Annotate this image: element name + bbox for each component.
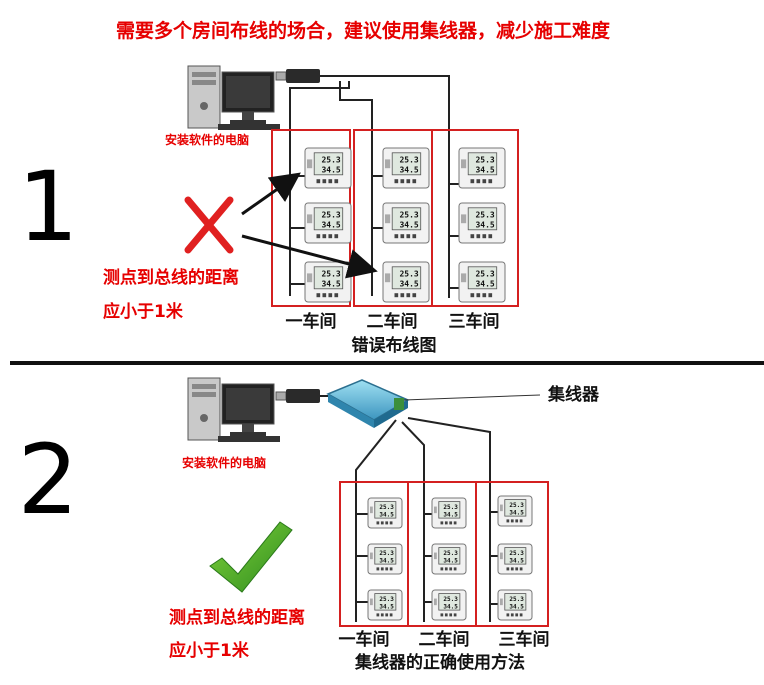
correct-check-icon [209, 521, 293, 593]
page-title: 需要多个房间布线的场合，建议使用集线器，减少施工难度 [116, 19, 611, 42]
sensor-device-icon: 25.334.5 [497, 589, 533, 621]
sensor-device-icon: 25.334.5 [431, 497, 467, 529]
sensor-hum-reading: 34.5 [399, 280, 418, 289]
distance-note-line1: 测点到总线的距离 [103, 267, 239, 288]
sensor-temp-reading: 25.3 [399, 156, 418, 165]
workshop-label-1: 一车间 [339, 629, 390, 650]
pc-label: 安装软件的电脑 [182, 455, 266, 470]
sensor-hum-reading: 34.5 [321, 280, 340, 289]
sensor-hum-reading: 34.5 [321, 221, 340, 230]
sensor-hum-reading: 34.5 [399, 221, 418, 230]
hub-label: 集线器 [547, 384, 600, 405]
sensor-temp-reading: 25.3 [475, 156, 494, 165]
workshop-label-2: 二车间 [367, 311, 418, 332]
computer-icon [187, 377, 280, 442]
sensor-device-icon: 25.334.5 [431, 589, 467, 621]
workshop-label-1: 一车间 [286, 311, 337, 332]
sensor-temp-reading: 25.3 [443, 504, 458, 511]
sensor-hum-reading: 34.5 [475, 280, 494, 289]
sensor-temp-reading: 25.3 [443, 550, 458, 557]
distance-note-line2: 应小于1米 [103, 301, 184, 322]
section1-caption: 错误布线图 [352, 335, 437, 356]
workshop-label-3: 三车间 [499, 629, 550, 650]
sensor-device-icon: 25.334.5 [431, 543, 467, 575]
sensor-temp-reading: 25.3 [399, 270, 418, 279]
sensor-temp-reading: 25.3 [399, 211, 418, 220]
sensor-hum-reading: 34.5 [321, 166, 340, 175]
sensor-temp-reading: 25.3 [379, 550, 394, 557]
hub-bus-wires [355, 417, 498, 622]
section-divider [10, 361, 764, 365]
sensor-device-icon: 25.334.5 [367, 543, 403, 575]
computer-icon [187, 65, 280, 130]
distance-note-line2: 应小于1米 [169, 640, 250, 661]
sensor-device-icon: 25.334.5 [367, 589, 403, 621]
usb-adapter-icon [275, 69, 320, 83]
sensor-hum-reading: 34.5 [443, 603, 458, 610]
sensor-temp-reading: 25.3 [509, 502, 524, 509]
sensor-temp-reading: 25.3 [321, 211, 340, 220]
sensor-temp-reading: 25.3 [379, 596, 394, 603]
sensor-hum-reading: 34.5 [399, 166, 418, 175]
sensor-hum-reading: 34.5 [443, 557, 458, 564]
sensor-hum-reading: 34.5 [509, 557, 524, 564]
sensor-device-icon: 25.334.5 [382, 147, 430, 189]
sensor-hum-reading: 34.5 [443, 511, 458, 518]
sensor-hum-reading: 34.5 [379, 603, 394, 610]
sensor-hum-reading: 34.5 [379, 557, 394, 564]
sensor-device-icon: 25.334.5 [458, 202, 506, 244]
sensor-device-icon: 25.334.5 [382, 261, 430, 303]
sensor-temp-reading: 25.3 [321, 270, 340, 279]
usb-adapter-icon [275, 389, 334, 403]
hub-pointer-line [403, 394, 541, 401]
section2-caption: 集线器的正确使用方法 [354, 652, 525, 673]
sensor-temp-reading: 25.3 [475, 211, 494, 220]
distance-note-line1: 测点到总线的距离 [169, 607, 305, 628]
sensor-device-icon: 25.334.5 [304, 261, 352, 303]
sensor-hum-reading: 34.5 [509, 603, 524, 610]
sensor-device-icon: 25.334.5 [304, 147, 352, 189]
sensor-device-icon: 25.334.5 [458, 147, 506, 189]
workshop-label-2: 二车间 [419, 629, 470, 650]
sensor-temp-reading: 25.3 [509, 596, 524, 603]
sensor-temp-reading: 25.3 [509, 550, 524, 557]
sensor-hum-reading: 34.5 [475, 166, 494, 175]
sensor-hum-reading: 34.5 [475, 221, 494, 230]
sensor-device-icon: 25.334.5 [382, 202, 430, 244]
hub-device-icon [326, 379, 410, 428]
sensor-device-icon: 25.334.5 [458, 261, 506, 303]
sensor-device-icon: 25.334.5 [304, 202, 352, 244]
sensor-device-icon: 25.334.5 [367, 497, 403, 529]
sensor-temp-reading: 25.3 [379, 504, 394, 511]
section-number-2: 2 [17, 424, 78, 536]
sensor-temp-reading: 25.3 [321, 156, 340, 165]
section-number-1: 1 [17, 151, 78, 263]
sensor-temp-reading: 25.3 [443, 596, 458, 603]
wrong-cross-icon [184, 196, 234, 254]
sensor-hum-reading: 34.5 [509, 509, 524, 516]
workshop-frames [339, 481, 549, 627]
sensor-device-icon: 25.334.5 [497, 495, 533, 527]
wrong-wiring-arrows [241, 172, 378, 279]
sensor-device-icon: 25.334.5 [497, 543, 533, 575]
sensor-temp-reading: 25.3 [475, 270, 494, 279]
workshop-label-3: 三车间 [449, 311, 500, 332]
pc-label: 安装软件的电脑 [165, 132, 249, 147]
sensor-hum-reading: 34.5 [379, 511, 394, 518]
